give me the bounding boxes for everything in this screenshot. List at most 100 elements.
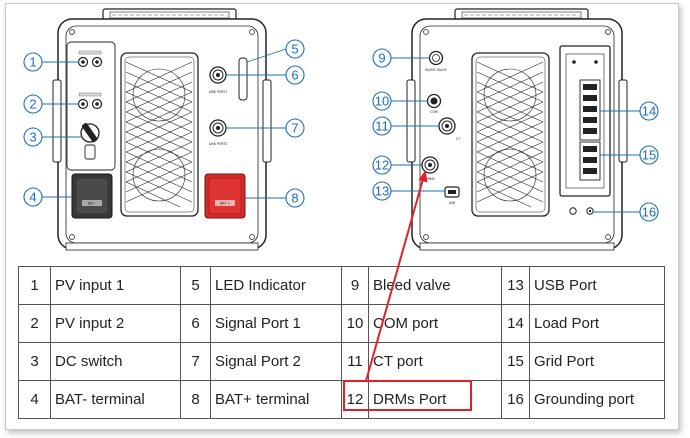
legend-label: Bleed valve [368,266,502,305]
right-device: BLEED VALVE COM CT DRMS [406,8,628,251]
callout-7-number: 7 [291,121,298,136]
callout-8: 8 [285,188,305,208]
bat-minus-terminal: BAT - [71,173,113,219]
legend-label: CT port [368,342,502,381]
left-fan-grille [120,52,199,217]
legend-label: Signal Port 1 [210,304,342,343]
callout-3-number: 3 [29,130,36,145]
dc-switch [80,123,100,160]
legend-label: USB Port [529,266,665,305]
legend-number: 3 [18,342,51,381]
callout-3: 3 [23,127,43,147]
legend-number: 5 [180,266,211,305]
bat-plus-terminal: BAT + [204,173,246,219]
legend-row: 2 PV input 2 6 Signal Port 1 10 COM port… [18,304,665,343]
callout-15-number: 15 [642,148,656,163]
right-fan-grille [471,52,550,217]
grounding-port [569,207,594,215]
usb-label: USB [449,201,456,205]
callout-14-number: 14 [642,104,656,119]
legend-number: 4 [18,380,51,419]
legend-number: 16 [501,380,530,419]
legend-label: COM port [368,304,502,343]
legend-number: 8 [180,380,211,419]
callout-6: 6 [285,65,305,85]
callout-16: 16 [639,202,659,222]
callout-13-number: 13 [375,184,389,199]
link-port2-label: LINK PORT2 [209,142,228,146]
callouts: 1 2 3 4 5 6 7 8 9 10 11 12 13 14 15 16 [23,39,659,222]
usb-port: USB [444,186,460,205]
legend-label: BAT+ terminal [210,380,342,419]
legend-row: 3 DC switch 7 Signal Port 2 11 CT port 1… [18,342,665,381]
callout-8-number: 8 [291,191,298,206]
callout-2-number: 2 [29,97,36,112]
callout-12: 12 [372,155,392,175]
load-port-terminals [579,79,601,141]
callout-9: 9 [372,48,392,68]
callout-4-number: 4 [29,190,36,205]
led-indicator [238,57,248,101]
legend-label: Grounding port [529,380,665,419]
legend-label: Signal Port 2 [210,342,342,381]
pv-input-2-connectors [77,92,103,110]
leader-lines [42,48,640,213]
bleed-valve: BLEED VALVE [425,50,447,72]
legend-number: 10 [341,304,369,343]
legend-number: 2 [18,304,51,343]
legend-row: 1 PV input 1 5 LED Indicator 9 Bleed val… [18,266,665,305]
callout-10-number: 10 [375,94,389,109]
legend-label: DC switch [50,342,181,381]
legend-number: 1 [18,266,51,305]
left-device: BAT - LINK PORT1 [52,8,272,251]
callout-1-number: 1 [29,55,36,70]
legend-label: LED Indicator [210,266,342,305]
legend-label: PV input 1 [50,266,181,305]
callout-9-number: 9 [378,51,385,66]
callout-12-number: 12 [375,158,389,173]
callout-6-number: 6 [291,68,298,83]
bat-plus-label: BAT + [220,202,230,206]
com-label: COM [430,110,438,114]
legend-table: 1 PV input 1 5 LED Indicator 9 Bleed val… [18,266,665,419]
legend-row: 4 BAT- terminal 8 BAT+ terminal 12 DRMs … [18,380,665,419]
legend-number: 7 [180,342,211,381]
grid-port-terminals [579,141,601,181]
bleed-valve-label: BLEED VALVE [425,68,446,72]
callout-13: 13 [372,181,392,201]
link-port1-label: LINK PORT1 [209,90,228,94]
pv-input-1-connectors [77,50,103,68]
ct-port: CT [438,117,460,141]
drms-port: DRMS [421,156,439,181]
callout-7: 7 [285,118,305,138]
legend-number: 11 [341,342,369,381]
callout-15: 15 [639,145,659,165]
signal-port-1: LINK PORT1 [209,66,228,94]
terminal-block-panel [559,45,611,197]
callout-11: 11 [372,116,392,136]
callout-5: 5 [285,39,305,59]
legend-label: PV input 2 [50,304,181,343]
bat-minus-label: BAT - [88,202,96,206]
legend-number: 6 [180,304,211,343]
callout-2: 2 [23,94,43,114]
callout-4: 4 [23,187,43,207]
legend-label: BAT- terminal [50,380,181,419]
legend-label: DRMs Port [368,380,502,419]
legend-number: 9 [341,266,369,305]
drms-label: DRMS [425,177,434,181]
legend-label: Grid Port [529,342,665,381]
legend-label: Load Port [529,304,665,343]
ct-label: CT [456,137,460,141]
callout-11-number: 11 [375,119,389,134]
legend-number: 15 [501,342,530,381]
signal-port-2: LINK PORT2 [209,119,228,146]
callout-5-number: 5 [291,42,298,57]
callout-1: 1 [23,52,43,72]
legend-number: 13 [501,266,530,305]
com-port: COM [426,93,442,114]
legend-number: 14 [501,304,530,343]
callout-16-number: 16 [642,205,656,220]
